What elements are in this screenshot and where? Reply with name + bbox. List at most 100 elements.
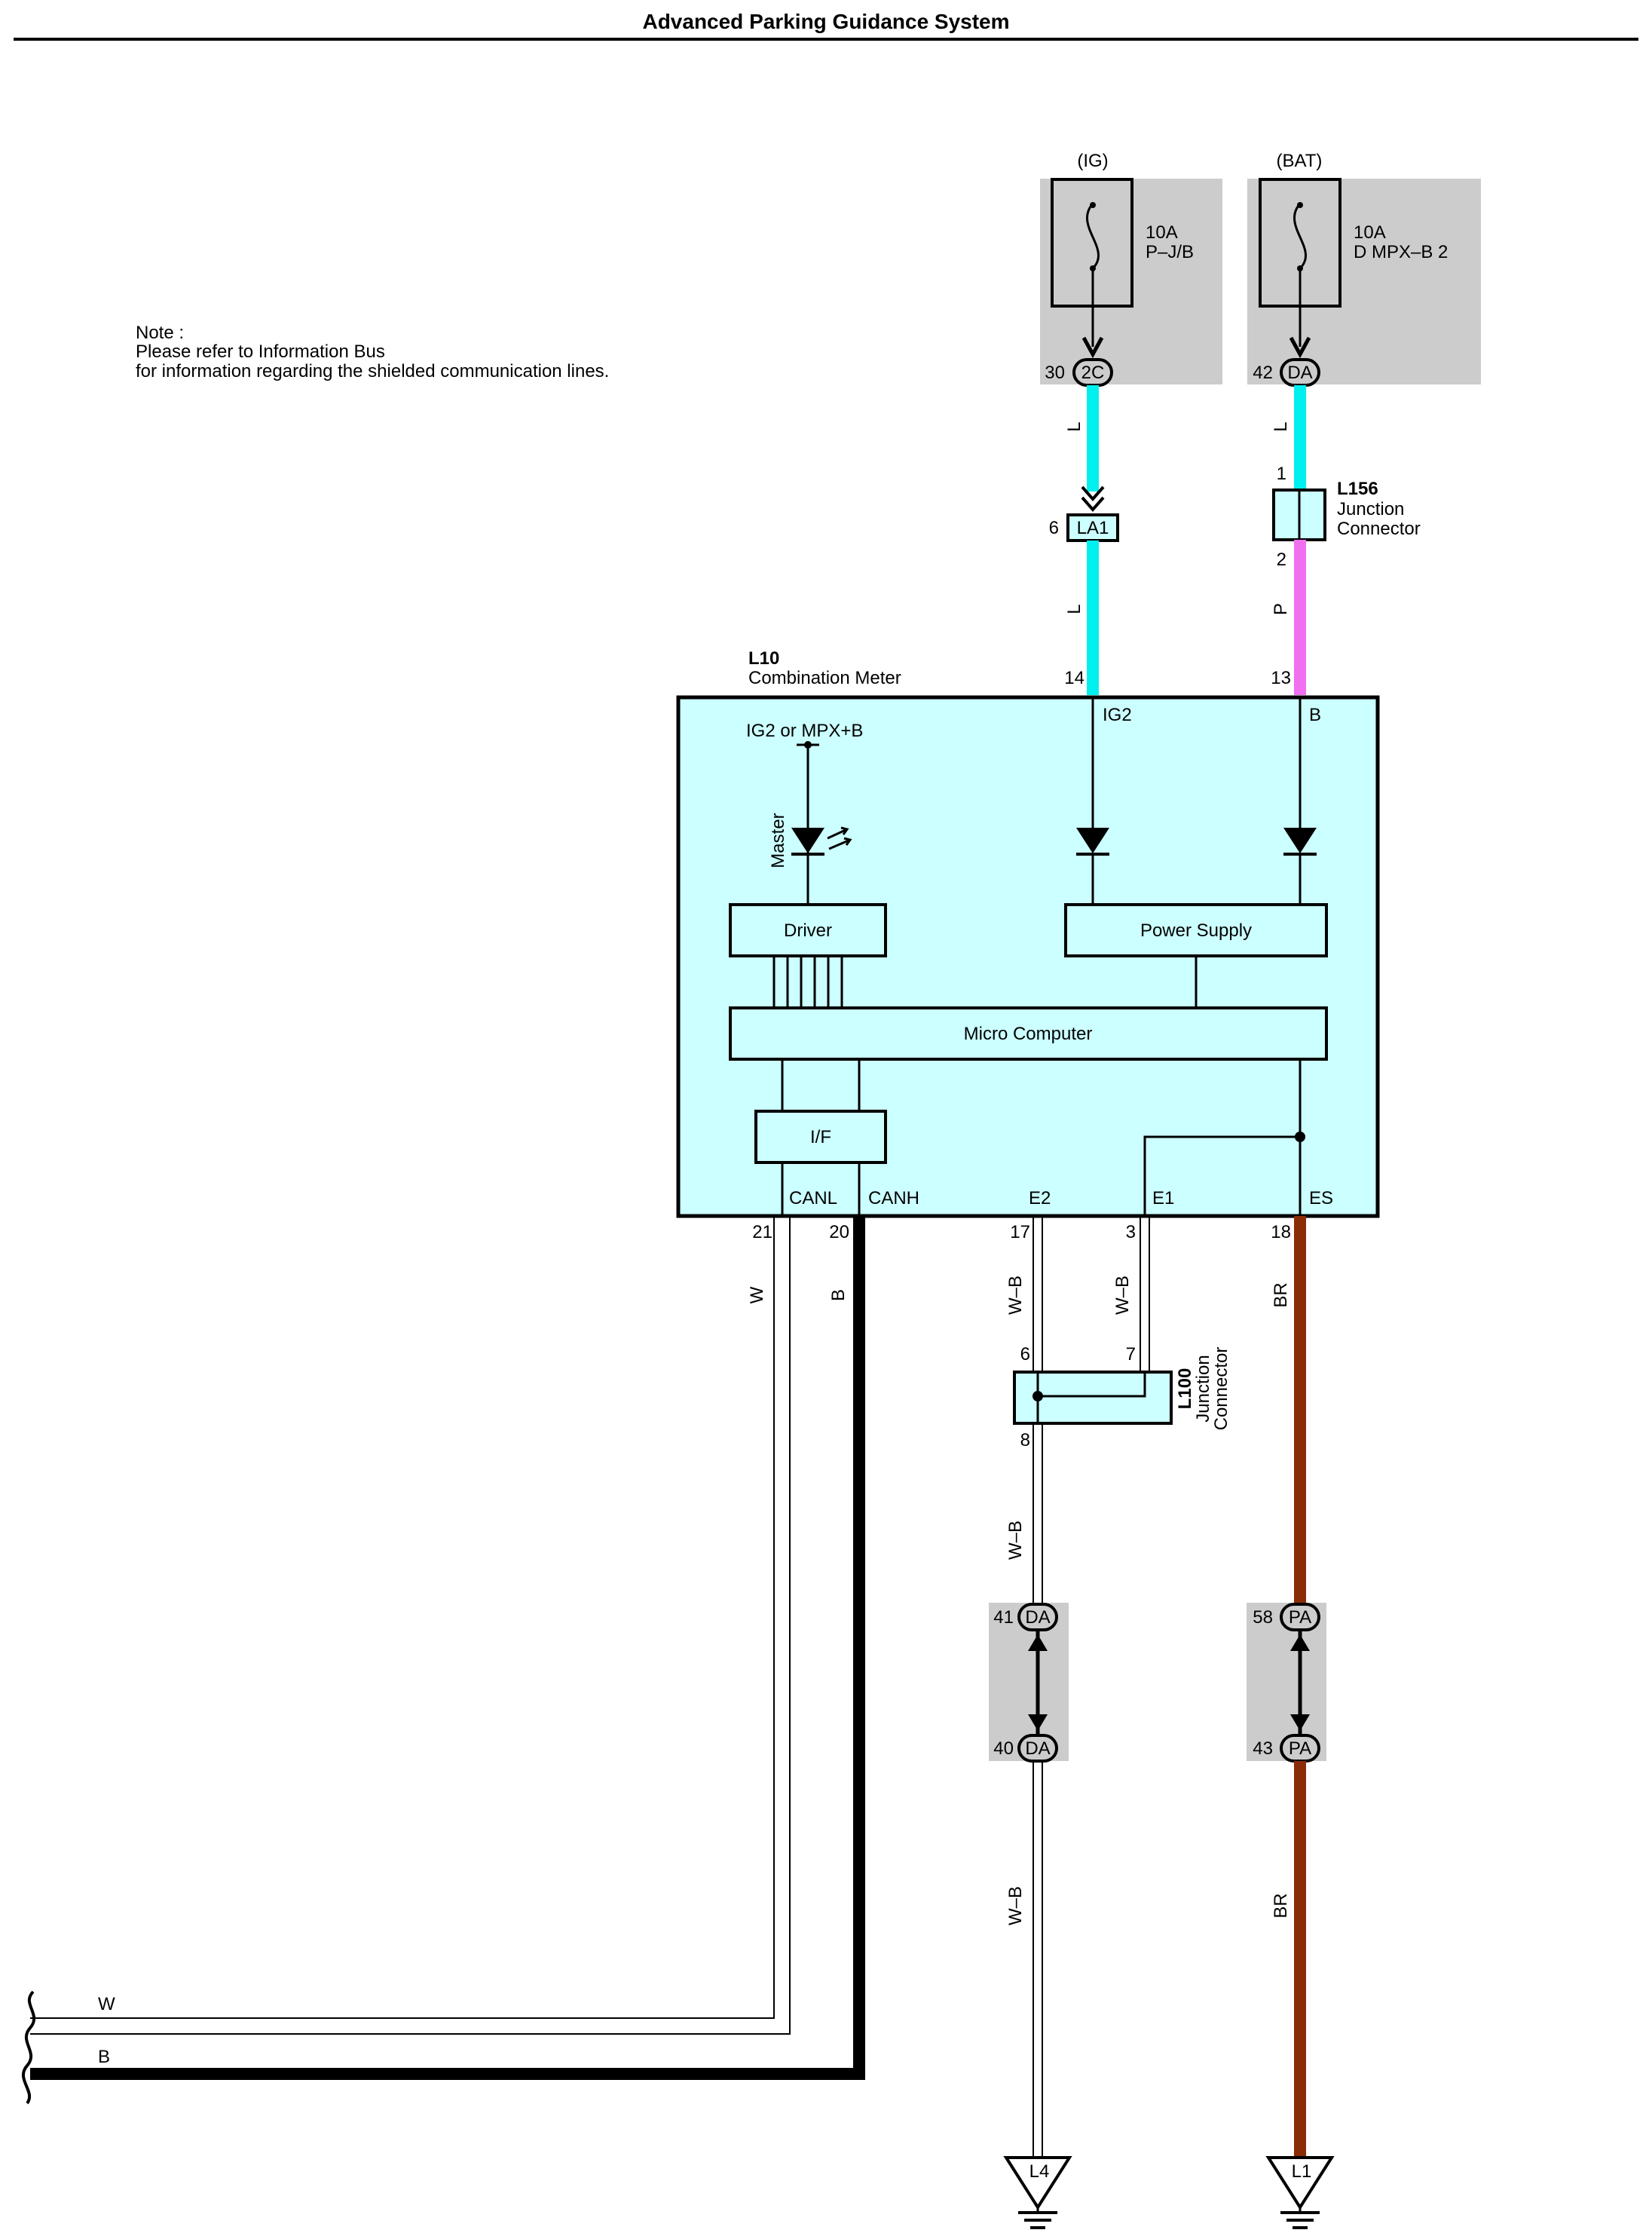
master-led-label: Master xyxy=(768,813,788,868)
connector-pa-down-arrow-icon xyxy=(1290,1714,1310,1731)
fuse-ig-name: P–J/B xyxy=(1146,242,1194,262)
fuse-ig-pin: 30 xyxy=(1045,363,1065,383)
meter-b-label: B xyxy=(1309,705,1321,725)
canl-wire-outer xyxy=(30,1216,775,2019)
note-line-1: Please refer to Information Bus xyxy=(136,342,385,362)
fuse-bat-name: D MPX–B 2 xyxy=(1354,242,1448,262)
fuse-bat-block: (BAT) 10A D MPX–B 2 42 DA xyxy=(1247,151,1481,387)
connector-pa-top-label: PA xyxy=(1289,1607,1311,1628)
connector-2c-label: 2C xyxy=(1081,363,1105,383)
canl-wire-color: W xyxy=(747,1286,767,1303)
ground-l4-triangle-icon xyxy=(1003,2156,1072,2210)
wire-bat-upper-color: L xyxy=(1271,421,1291,431)
connector-da-bat-label: DA xyxy=(1287,363,1312,383)
power-supply-block xyxy=(1064,903,1328,957)
light-emission-icon xyxy=(827,826,852,850)
meter-id: L10 xyxy=(748,648,779,669)
l4-wire-upper-color: W–B xyxy=(1005,1521,1026,1560)
diode-b-icon xyxy=(1283,828,1317,853)
connector-pa-bottom-pin: 43 xyxy=(1253,1738,1273,1759)
connector-da-bottom-oval xyxy=(1017,1734,1058,1763)
micro-computer-label: Micro Computer xyxy=(964,1024,1093,1044)
pin-canh: 20 xyxy=(829,1222,849,1242)
bus-w-label: W xyxy=(98,1994,115,2014)
junction-l100-pin-7: 7 xyxy=(1126,1344,1136,1365)
junction-l100-dot-icon xyxy=(1032,1391,1043,1401)
e1-wire-color: W–B xyxy=(1112,1276,1133,1315)
e2-wire-color: W–B xyxy=(1005,1276,1026,1315)
fuse-bat-terminal-top-icon xyxy=(1297,202,1303,208)
interface-label: I/F xyxy=(810,1127,831,1147)
e2-label: E2 xyxy=(1029,1188,1051,1208)
junction-l100-bridge xyxy=(1038,1372,1146,1398)
interface-block xyxy=(754,1110,887,1164)
connector-pa-bottom-label: PA xyxy=(1289,1738,1311,1759)
canh-wire xyxy=(30,1216,865,2080)
es-wire-color: BR xyxy=(1271,1282,1291,1307)
connector-pa-up-arrow-icon xyxy=(1290,1634,1310,1651)
connector-da-bottom-pin: 40 xyxy=(993,1738,1014,1759)
meter-ig2-label: IG2 xyxy=(1103,705,1132,725)
l4-wire-lower-color: W–B xyxy=(1005,1886,1026,1925)
ground-l1-triangle-icon xyxy=(1265,2156,1335,2210)
connector-da-up-arrow-icon xyxy=(1028,1634,1048,1651)
micro-computer-block xyxy=(729,1006,1328,1061)
meter-pin-b: 13 xyxy=(1271,668,1291,688)
ground-l1-wire: BR 58 PA 43 PA BR xyxy=(1247,1216,1326,2158)
wire-ig: L LA1 6 L xyxy=(1049,385,1119,695)
wire-bat: L 1 L156 Junction Connector 2 P xyxy=(1271,385,1421,695)
connector-da-top-label: DA xyxy=(1025,1607,1050,1628)
canh-label: CANH xyxy=(868,1188,919,1208)
connector-da-top-pin: 41 xyxy=(993,1607,1014,1628)
e1-label: E1 xyxy=(1152,1188,1174,1208)
meter-pin-ig2: 14 xyxy=(1064,668,1085,688)
meter-supply-label: IG2 or MPX+B xyxy=(746,721,863,741)
fuse-ig-block: (IG) 10A P–J/B 30 2C xyxy=(1040,151,1222,387)
fuse-ig-rating: 10A xyxy=(1146,222,1178,243)
junction-l156-pin-in: 1 xyxy=(1277,464,1286,484)
ground-l4-wire: W–B 41 DA 40 DA W–B xyxy=(989,1423,1069,2158)
driver-block xyxy=(729,903,887,957)
junction-l100-line2: Connector xyxy=(1211,1347,1231,1431)
connector-la1-double-chevron-icon xyxy=(1081,485,1105,513)
canl-label: CANL xyxy=(789,1188,837,1208)
pin-es: 18 xyxy=(1271,1222,1291,1242)
fuse-bat-pin: 42 xyxy=(1253,363,1273,383)
junction-l156-line1: Junction xyxy=(1337,499,1404,519)
note: Note : Please refer to Information Bus f… xyxy=(136,323,609,381)
wire-ig-upper-color: L xyxy=(1064,421,1085,431)
meter-name: Combination Meter xyxy=(748,668,901,688)
connector-la1-label: LA1 xyxy=(1077,518,1109,538)
es-label: ES xyxy=(1309,1188,1333,1208)
ground-l4: L4 xyxy=(1003,2156,1072,2229)
wire-bat-lower-color: P xyxy=(1271,603,1291,615)
junction-l156-pin-out: 2 xyxy=(1277,550,1286,570)
connector-pa-top-pin: 58 xyxy=(1253,1607,1273,1628)
fuse-bat-chevron-icon xyxy=(1289,336,1311,359)
wire-break-icon xyxy=(21,1990,36,2105)
fuse-ig-element-icon xyxy=(1086,203,1100,270)
power-supply-label: Power Supply xyxy=(1140,920,1252,941)
junction-l100-id: L100 xyxy=(1175,1368,1195,1410)
bus-b-label: B xyxy=(98,2047,110,2067)
connector-da-down-arrow-icon xyxy=(1028,1714,1048,1731)
fuse-bat-element-icon xyxy=(1293,203,1307,270)
ground-l4-label: L4 xyxy=(1029,2161,1050,2182)
ground-l1: L1 xyxy=(1265,2156,1335,2229)
fuse-bat-panel xyxy=(1247,179,1481,384)
ground-l1-label: L1 xyxy=(1292,2161,1312,2182)
fuse-ig-source: (IG) xyxy=(1077,151,1108,171)
diode-ig2-icon xyxy=(1076,828,1109,853)
junction-l156-id: L156 xyxy=(1337,479,1378,499)
connector-da-bottom-label: DA xyxy=(1025,1738,1050,1759)
fuse-bat-rating: 10A xyxy=(1354,222,1386,243)
connector-la1-box xyxy=(1066,513,1119,542)
canl-wire-inner xyxy=(30,1216,791,2035)
connector-la1-pin: 6 xyxy=(1049,518,1059,538)
junction-l100: 6 7 8 L100 Junction Connector xyxy=(1013,1344,1231,1450)
page-title: Advanced Parking Guidance System xyxy=(642,10,1009,33)
fuse-bat-source: (BAT) xyxy=(1277,151,1323,171)
e1-internal-line xyxy=(1143,1135,1300,1216)
master-led-icon xyxy=(791,828,824,853)
